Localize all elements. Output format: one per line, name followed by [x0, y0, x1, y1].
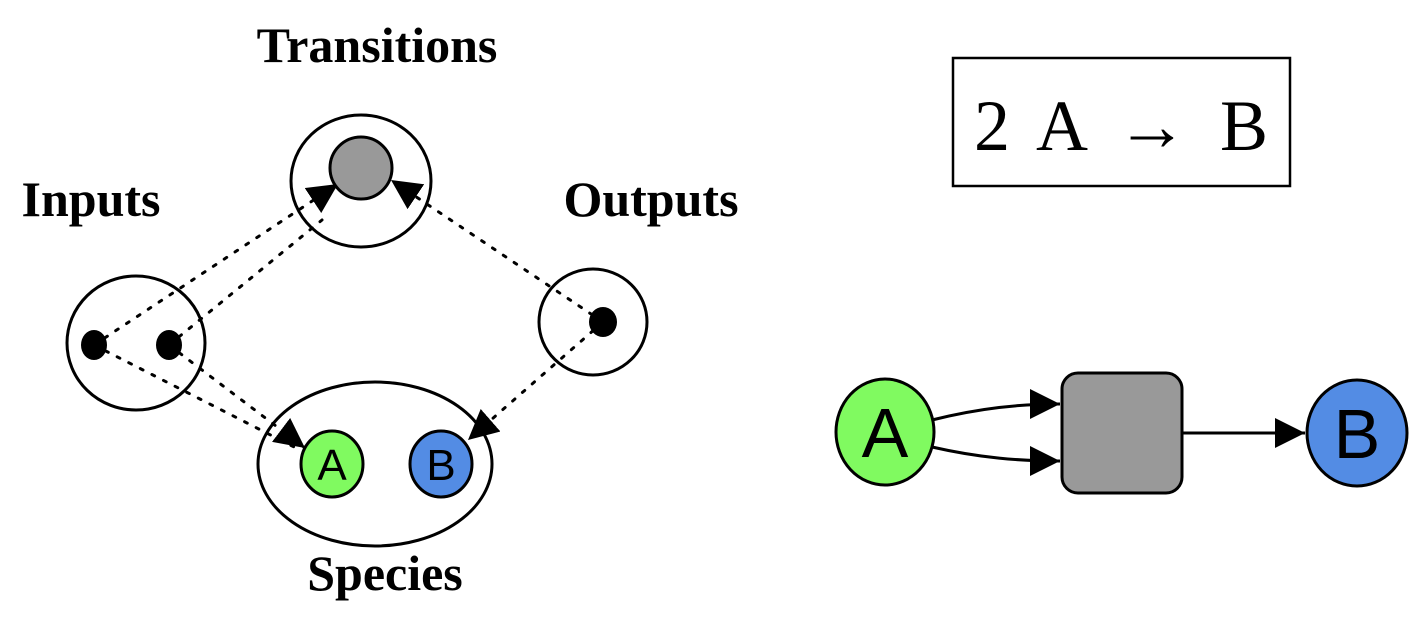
input1-to-species-line: [92, 343, 302, 452]
edge-a-to-transition-1: [931, 389, 1061, 422]
species-set: A B: [256, 380, 494, 548]
species-set-outline: [256, 380, 494, 548]
inputs-set: [65, 274, 207, 412]
inputs-label: Inputs: [22, 171, 161, 227]
species-node-a: [299, 429, 365, 499]
transition-node: [328, 135, 394, 201]
graph-node-a: [834, 377, 936, 487]
reaction-text: 2 A → B: [974, 86, 1268, 166]
input2-to-transition-line: [167, 218, 324, 347]
species-node-b-letter: B: [426, 441, 455, 490]
species-node-b: [408, 429, 474, 499]
reaction-rhs-species: B: [1220, 86, 1268, 166]
transitions-label: Transitions: [257, 17, 498, 73]
species-node-a-letter: A: [317, 441, 347, 490]
input-dot-1: [81, 330, 107, 360]
schema-diagram: Transitions Inputs Outputs Species: [22, 17, 739, 601]
inputs-set-outline: [65, 274, 207, 412]
reaction-coefficient: 2: [974, 86, 1010, 166]
reaction-lhs-species: A: [1036, 86, 1088, 166]
input-dot-2: [156, 330, 182, 360]
graph-node-a-letter: A: [862, 394, 909, 472]
output-to-species-arrow: [466, 320, 605, 442]
outputs-label: Outputs: [563, 171, 738, 227]
transitions-set: [289, 113, 433, 249]
reaction-arrow: →: [1116, 86, 1188, 166]
graph-node-b-letter: B: [1334, 395, 1381, 473]
input2-to-species-arrow: [167, 343, 307, 450]
reaction-graph: A B: [834, 371, 1409, 495]
species-label: Species: [307, 545, 463, 601]
input1-to-transition-arrow: [92, 182, 340, 347]
graph-node-b: [1305, 378, 1409, 488]
dotted-mappings: [92, 178, 605, 452]
outputs-set-outline: [537, 267, 649, 377]
reaction-box: [951, 56, 1292, 188]
graph-transition-node: [1060, 371, 1184, 495]
reaction-equation: 2 A → B: [951, 56, 1292, 188]
edge-a-to-transition-2: [931, 445, 1061, 476]
output-dot: [589, 307, 617, 337]
transitions-set-outline: [289, 113, 433, 249]
outputs-set: [537, 267, 649, 377]
output-to-transition-arrow: [389, 178, 605, 324]
